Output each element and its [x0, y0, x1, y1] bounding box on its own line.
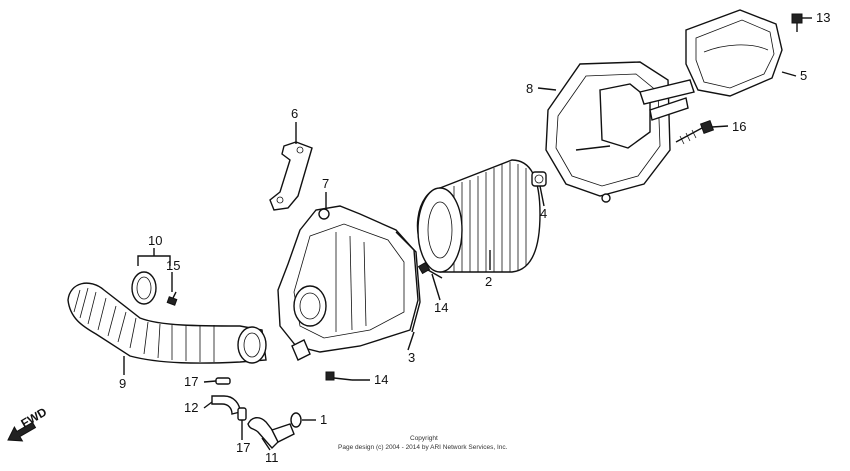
air-cleaner-case	[277, 205, 419, 361]
callout-4: 4	[540, 206, 547, 221]
fwd-arrow-icon	[7, 421, 37, 442]
bolt-14-upper	[417, 261, 443, 279]
outer-cover	[685, 9, 783, 97]
hose-11	[247, 417, 295, 450]
callout-16: 16	[732, 119, 746, 134]
leader-lines	[123, 17, 812, 451]
callout-7: 7	[322, 176, 329, 191]
callout-2: 2	[485, 274, 492, 289]
air-cleaner-cover	[545, 61, 695, 203]
intake-tube	[67, 282, 267, 364]
callout-8: 8	[526, 81, 533, 96]
callout-12: 12	[184, 400, 198, 415]
clip-17-upper	[215, 377, 231, 385]
callout-17-upper: 17	[184, 374, 198, 389]
bracket-6	[269, 141, 313, 211]
callout-10: 10	[148, 233, 162, 248]
callout-3: 3	[408, 350, 415, 365]
callout-15: 15	[166, 258, 180, 273]
copyright-line-2: Page design (c) 2004 - 2014 by ARI Netwo…	[338, 444, 508, 451]
screw-13	[791, 13, 803, 32]
clamp-band	[131, 271, 157, 305]
callout-17-lower: 17	[236, 440, 250, 455]
callout-14-upper: 14	[434, 300, 448, 315]
plug-1	[290, 412, 302, 428]
nut-4	[531, 171, 547, 187]
callout-9: 9	[119, 376, 126, 391]
callout-5: 5	[800, 68, 807, 83]
bolt-14-lower	[325, 371, 353, 381]
bolt-16	[675, 119, 715, 145]
copyright-line-1: Copyright	[410, 435, 438, 442]
callout-6: 6	[291, 106, 298, 121]
callout-14-lower: 14	[374, 372, 388, 387]
screw-15	[166, 291, 178, 306]
callout-11: 11	[265, 450, 279, 465]
tube-12	[211, 395, 241, 415]
callout-13: 13	[816, 10, 830, 25]
filter-element	[416, 159, 541, 273]
clip-17-lower	[237, 407, 247, 421]
case-gasket	[395, 231, 421, 333]
callout-1: 1	[320, 412, 327, 427]
